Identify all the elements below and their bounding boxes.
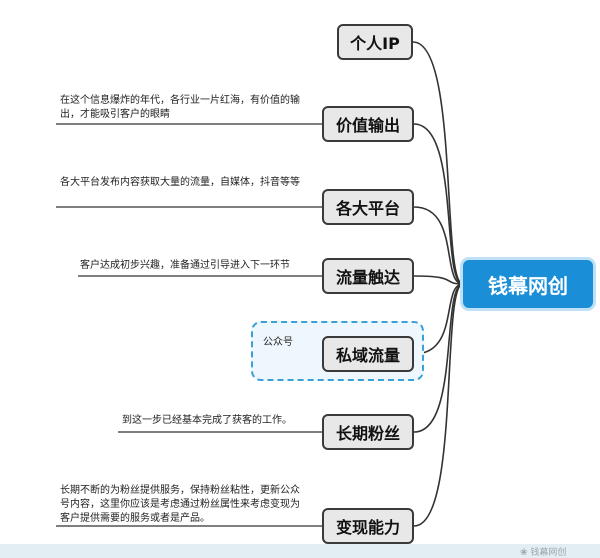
note-monetization: 长期不断的为粉丝提供服务，保持粉丝粘性，更新公众号内容，这里你应该是考虑通过粉丝… — [60, 485, 300, 524]
node-label: 私域流量 — [335, 346, 400, 365]
connector-curve — [413, 123, 464, 285]
connector-curve — [413, 206, 464, 285]
node-label: 长期粉丝 — [335, 424, 400, 443]
connector-curve — [413, 283, 464, 433]
node-major-platforms[interactable]: 各大平台 — [322, 189, 414, 225]
bottom-bar — [0, 544, 600, 558]
node-label: 流量触达 — [335, 268, 400, 287]
node-long-term-fans[interactable]: 长期粉丝 — [322, 414, 414, 450]
node-label: 各大平台 — [335, 199, 400, 218]
connector-curve — [413, 275, 464, 285]
watermark: ❀ 钱幕网创 — [520, 548, 567, 558]
node-private-traffic[interactable]: 私域流量 — [322, 336, 414, 372]
watermark-text: 钱幕网创 — [530, 548, 567, 558]
note-long-term-fans: 到这一步已经基本完成了获客的工作。 — [122, 415, 292, 426]
node-label: 价值输出 — [335, 116, 400, 135]
note-official-account: 公众号 — [263, 337, 293, 348]
note-value-output: 在这个信息爆炸的年代，各行业一片红海，有价值的输出，才能吸引客户的眼睛 — [60, 95, 300, 120]
node-label: 个人IP — [350, 34, 400, 53]
node-label: 变现能力 — [335, 518, 400, 537]
node-personal-ip[interactable]: 个人IP — [337, 24, 413, 60]
note-traffic-reach: 客户达成初步兴趣，准备通过引导进入下一环节 — [80, 260, 290, 271]
root-label: 钱幕网创 — [488, 273, 568, 298]
connector-curve — [413, 283, 464, 355]
connector-curve — [413, 283, 464, 527]
note-major-platforms: 各大平台发布内容获取大量的流量，自媒体，抖音等等 — [60, 177, 300, 188]
connector-curve — [412, 41, 464, 285]
node-monetization[interactable]: 变现能力 — [322, 508, 414, 544]
node-traffic-reach[interactable]: 流量触达 — [322, 258, 414, 294]
root-node[interactable]: 钱幕网创 — [463, 260, 593, 308]
node-value-output[interactable]: 价值输出 — [322, 106, 414, 142]
